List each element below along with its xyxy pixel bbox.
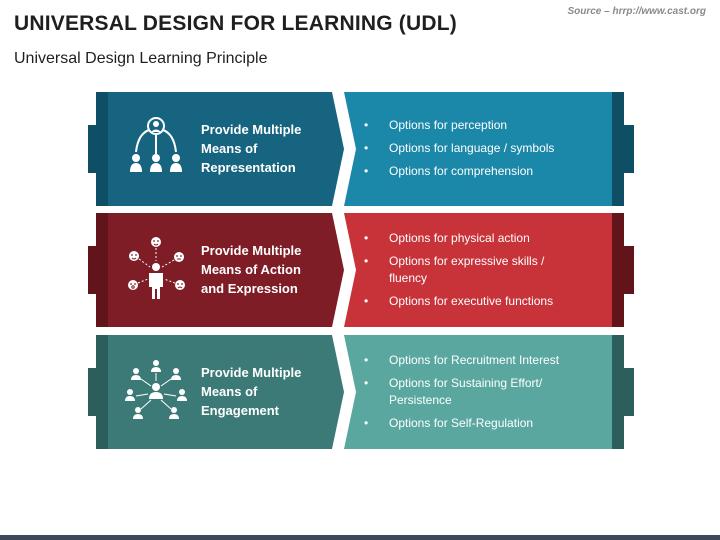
bullet-item: Options for comprehension bbox=[364, 163, 574, 180]
bullet-item: Options for language / symbols bbox=[364, 140, 574, 157]
bullet-item: Options for Sustaining Effort/ Persisten… bbox=[364, 375, 574, 409]
bullet-list: Options for Recruitment Interest Options… bbox=[364, 352, 574, 438]
source-credit: Source – hrrp://www.cast.org bbox=[567, 6, 706, 17]
connected-people-icon bbox=[125, 360, 187, 419]
bottom-bar bbox=[0, 535, 720, 540]
page-title: UNIVERSAL DESIGN FOR LEARNING (UDL) bbox=[14, 12, 457, 35]
bullet-item: Options for physical action bbox=[364, 230, 574, 247]
bullet-item: Options for perception bbox=[364, 117, 574, 134]
network-people-icon bbox=[130, 117, 182, 172]
bullet-list: Options for physical action Options for … bbox=[364, 230, 574, 316]
person-emotions-icon bbox=[128, 237, 185, 299]
page-subtitle: Universal Design Learning Principle bbox=[14, 50, 268, 67]
bullet-item: Options for executive functions bbox=[364, 293, 574, 310]
bullet-item: Options for expressive skills / fluency bbox=[364, 253, 574, 287]
bullet-item: Options for Recruitment Interest bbox=[364, 352, 574, 369]
bullet-list: Options for perception Options for langu… bbox=[364, 117, 574, 186]
bullet-item: Options for Self-Regulation bbox=[364, 415, 574, 432]
